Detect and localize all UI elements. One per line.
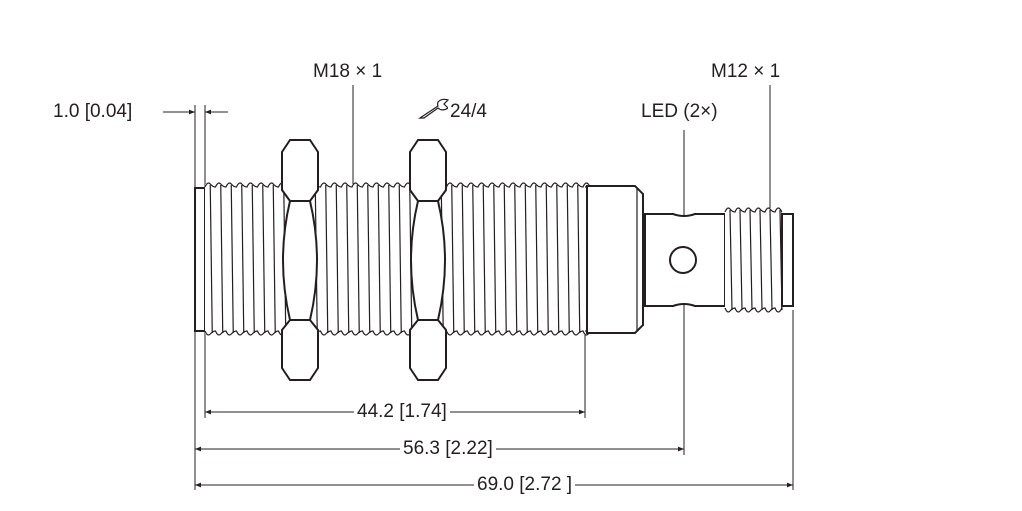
m12-thread-flank xyxy=(739,209,743,311)
m12-thread-flank xyxy=(759,209,763,311)
thread-length-dimension: 44.2 [1.74] xyxy=(354,402,450,421)
m18-thread-crest-top xyxy=(204,182,590,188)
m18-thread-flank xyxy=(524,184,528,334)
m12-thread-flank xyxy=(769,209,773,311)
connector-end xyxy=(781,213,794,307)
m18-thread-flank xyxy=(388,184,392,334)
wrench-icon xyxy=(418,98,452,124)
m18-thread-flank xyxy=(451,184,455,334)
m18-thread-flank xyxy=(367,184,371,334)
m18-thread-crest-bottom xyxy=(204,330,590,336)
m18-thread-flank xyxy=(545,184,549,334)
m18-thread-flank xyxy=(262,184,266,334)
m18-thread-flank xyxy=(325,184,329,334)
m18-thread-flank xyxy=(514,184,518,334)
m12-thread-flank xyxy=(729,209,733,311)
m18-thread-flank xyxy=(220,184,224,334)
thread-connector-label: M12 × 1 xyxy=(708,62,784,81)
m18-thread-flank xyxy=(472,184,476,334)
m18-thread-flank xyxy=(241,184,245,334)
sensor-body xyxy=(194,139,794,381)
m18-thread-flank xyxy=(346,184,350,334)
m18-thread-flank xyxy=(566,184,570,334)
m12-thread xyxy=(725,209,781,311)
overall-length-dimension: 69.0 [2.72 ] xyxy=(474,475,576,494)
wrench-size-label: 24/4 xyxy=(448,101,489,122)
m18-thread-flank xyxy=(577,184,581,334)
lock-nut-1-bottom xyxy=(281,319,319,381)
led-label: LED (2×) xyxy=(638,102,721,121)
collar xyxy=(586,185,644,334)
m12-thread-crest-top xyxy=(724,207,783,213)
m18-thread-flank xyxy=(377,184,381,334)
m18-thread-flank xyxy=(230,184,234,334)
m18-thread-flank xyxy=(556,184,560,334)
sensor-face xyxy=(194,187,206,332)
m18-thread-flank xyxy=(535,184,539,334)
m18-thread-flank xyxy=(335,184,339,334)
thread-main-label: M18 × 1 xyxy=(310,62,386,81)
m18-thread-flank xyxy=(461,184,465,334)
led-position-dimension: 56.3 [2.22] xyxy=(400,439,496,458)
lock-nut-2-bottom xyxy=(409,319,447,381)
lock-nut-2-top xyxy=(409,139,447,202)
led-window xyxy=(669,246,697,274)
m18-thread-flank xyxy=(272,184,276,334)
tip-offset-label: 1.0 [0.04] xyxy=(50,102,136,121)
m12-thread-crest-bottom xyxy=(724,307,783,313)
m18-thread-flank xyxy=(356,184,360,334)
m18-thread-flank xyxy=(482,184,486,334)
m18-thread-flank xyxy=(398,184,402,334)
m18-thread-flank xyxy=(493,184,497,334)
m18-thread-flank xyxy=(251,184,255,334)
lock-nut-1-middle xyxy=(282,200,318,321)
m18-thread xyxy=(205,184,585,334)
m12-thread-flank xyxy=(749,209,753,311)
m18-thread-flank xyxy=(209,184,213,334)
m18-thread-flank xyxy=(503,184,507,334)
lock-nut-1-top xyxy=(281,139,319,202)
lock-nut-2-middle xyxy=(410,200,446,321)
